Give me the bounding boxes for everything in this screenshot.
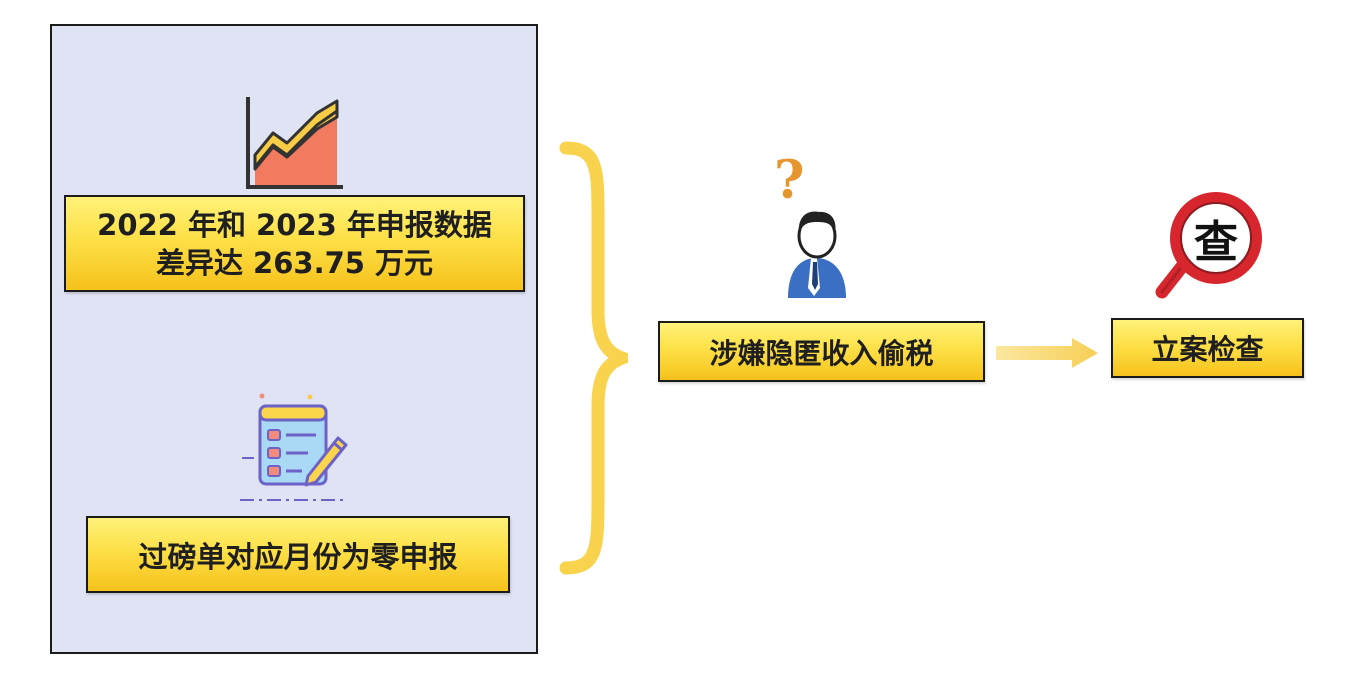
zero-declaration-box: 过磅单对应月份为零申报 bbox=[86, 516, 510, 593]
tax-evasion-suspicion-box: 涉嫌隐匿收入偷税 bbox=[658, 321, 985, 382]
declaration-gap-line-1: 2022 年和 2023 年申报数据 bbox=[97, 207, 492, 242]
case-investigation-box: 立案检查 bbox=[1111, 318, 1304, 378]
declaration-gap-box: 2022 年和 2023 年申报数据 差异达 263.75 万元 bbox=[64, 195, 525, 292]
svg-text:?: ? bbox=[774, 152, 804, 211]
declaration-gap-line-2: 差异达 263.75 万元 bbox=[155, 245, 434, 280]
area-chart-icon bbox=[246, 97, 343, 189]
questioning-person-icon: ? bbox=[774, 152, 846, 298]
magnifying-glass-icon bbox=[1155, 192, 1262, 299]
right-arrow-icon bbox=[996, 338, 1098, 368]
magnifier-char: 查 bbox=[1194, 217, 1238, 268]
checklist-form-icon bbox=[240, 393, 348, 501]
right-curly-brace bbox=[559, 141, 628, 575]
